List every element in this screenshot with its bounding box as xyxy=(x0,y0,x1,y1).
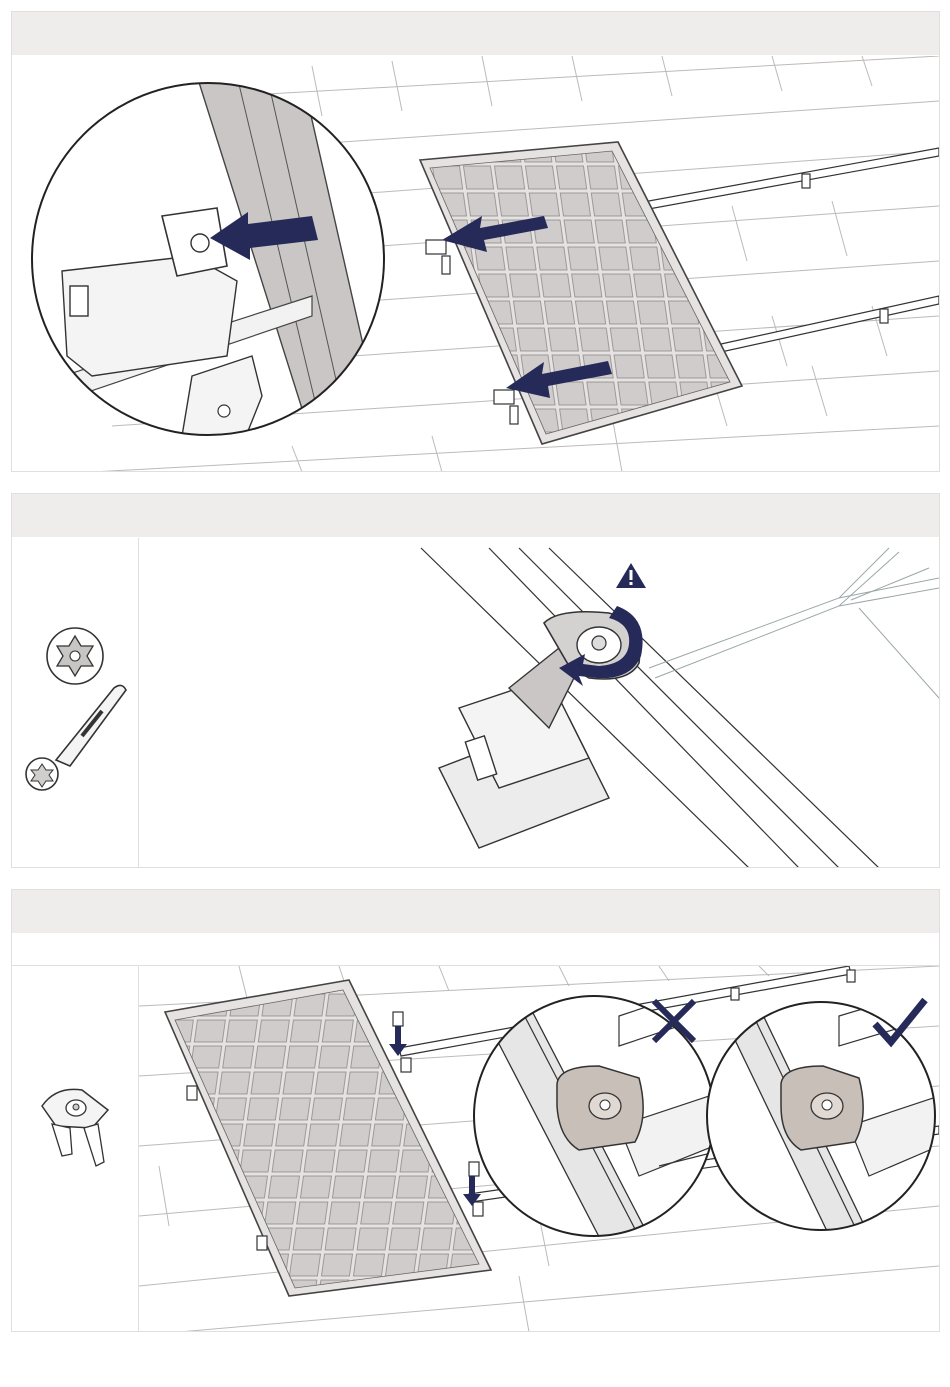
end-clamp xyxy=(439,612,640,848)
torque-wrench-icon xyxy=(26,685,126,790)
end-clamp-icon xyxy=(42,1089,108,1166)
warning-triangle-icon xyxy=(616,563,646,588)
step-3-panel xyxy=(11,889,940,1332)
step-2-panel xyxy=(11,493,940,868)
solar-module xyxy=(165,980,491,1296)
module-glass-edge xyxy=(649,548,939,698)
torx-bit-icon xyxy=(47,628,103,684)
step-3-parts-column xyxy=(12,966,139,1332)
correct-detail xyxy=(707,986,939,1256)
step-1-header xyxy=(12,12,939,55)
incorrect-detail xyxy=(469,976,739,1256)
solar-module xyxy=(420,142,742,444)
step-2-header xyxy=(12,494,939,537)
step-1-panel xyxy=(11,11,940,472)
step-2-illustration xyxy=(139,538,939,868)
step-3-illustration xyxy=(139,966,939,1332)
step-1-illustration xyxy=(12,56,939,472)
detail-zoom-circle xyxy=(32,76,392,472)
step-2-tools-column xyxy=(12,538,139,868)
step-3-header xyxy=(12,890,939,933)
step-3-subheader xyxy=(12,933,939,966)
